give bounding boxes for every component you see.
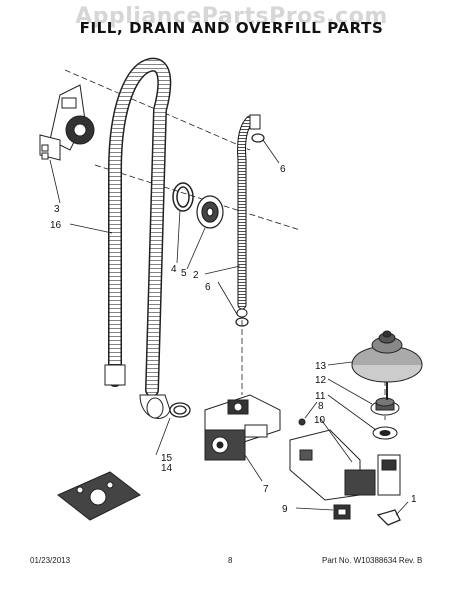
callout-7: 7: [263, 484, 269, 495]
drain-hose-part: [104, 57, 172, 419]
callout-1: 1: [411, 494, 417, 505]
screw-part: [298, 418, 306, 426]
leader-lines: [49, 139, 409, 516]
fill-hose-part: [236, 114, 261, 318]
callout-3: 3: [54, 204, 60, 215]
gasket-part: [172, 182, 194, 212]
callout-6-lower: 6: [205, 282, 211, 293]
callout-9: 9: [282, 504, 288, 515]
wire-clip-part: [376, 509, 401, 526]
fill-fitting-part: [196, 195, 224, 229]
callout-15: 15: [161, 453, 173, 464]
callout-12: 12: [315, 375, 327, 386]
callout-16: 16: [50, 220, 62, 231]
callout-10: 10: [314, 415, 326, 426]
float-part: [351, 330, 423, 400]
footer-page-number: 8: [228, 556, 233, 565]
watermark: AppliancePartsPros.com: [75, 4, 388, 29]
footer-date: 01/23/2013: [30, 556, 71, 565]
footer-part-number: Part No. W10388634 Rev. B: [322, 556, 423, 565]
callout-14: 14: [161, 463, 173, 474]
hose-clamp-part: [169, 402, 191, 418]
hardware-bag-part: [57, 471, 141, 521]
callout-2: 2: [193, 270, 199, 281]
float-switch-part: [333, 504, 351, 520]
callout-8: 8: [318, 401, 324, 412]
float-nut-part: [370, 397, 400, 416]
callout-11: 11: [315, 391, 326, 402]
float-switch-bracket-part: [289, 429, 401, 501]
callout-13: 13: [315, 361, 327, 372]
drain-pump-bracket-part: [39, 84, 95, 161]
callout-6-upper: 6: [280, 164, 286, 175]
callout-4: 4: [171, 264, 177, 275]
callout-5: 5: [181, 268, 187, 279]
float-washer-part: [372, 426, 398, 440]
page-title: FILL, DRAIN AND OVERFILL PARTS: [79, 19, 384, 37]
inlet-valve-part: [204, 394, 281, 461]
small-clamp-part: [235, 133, 265, 327]
